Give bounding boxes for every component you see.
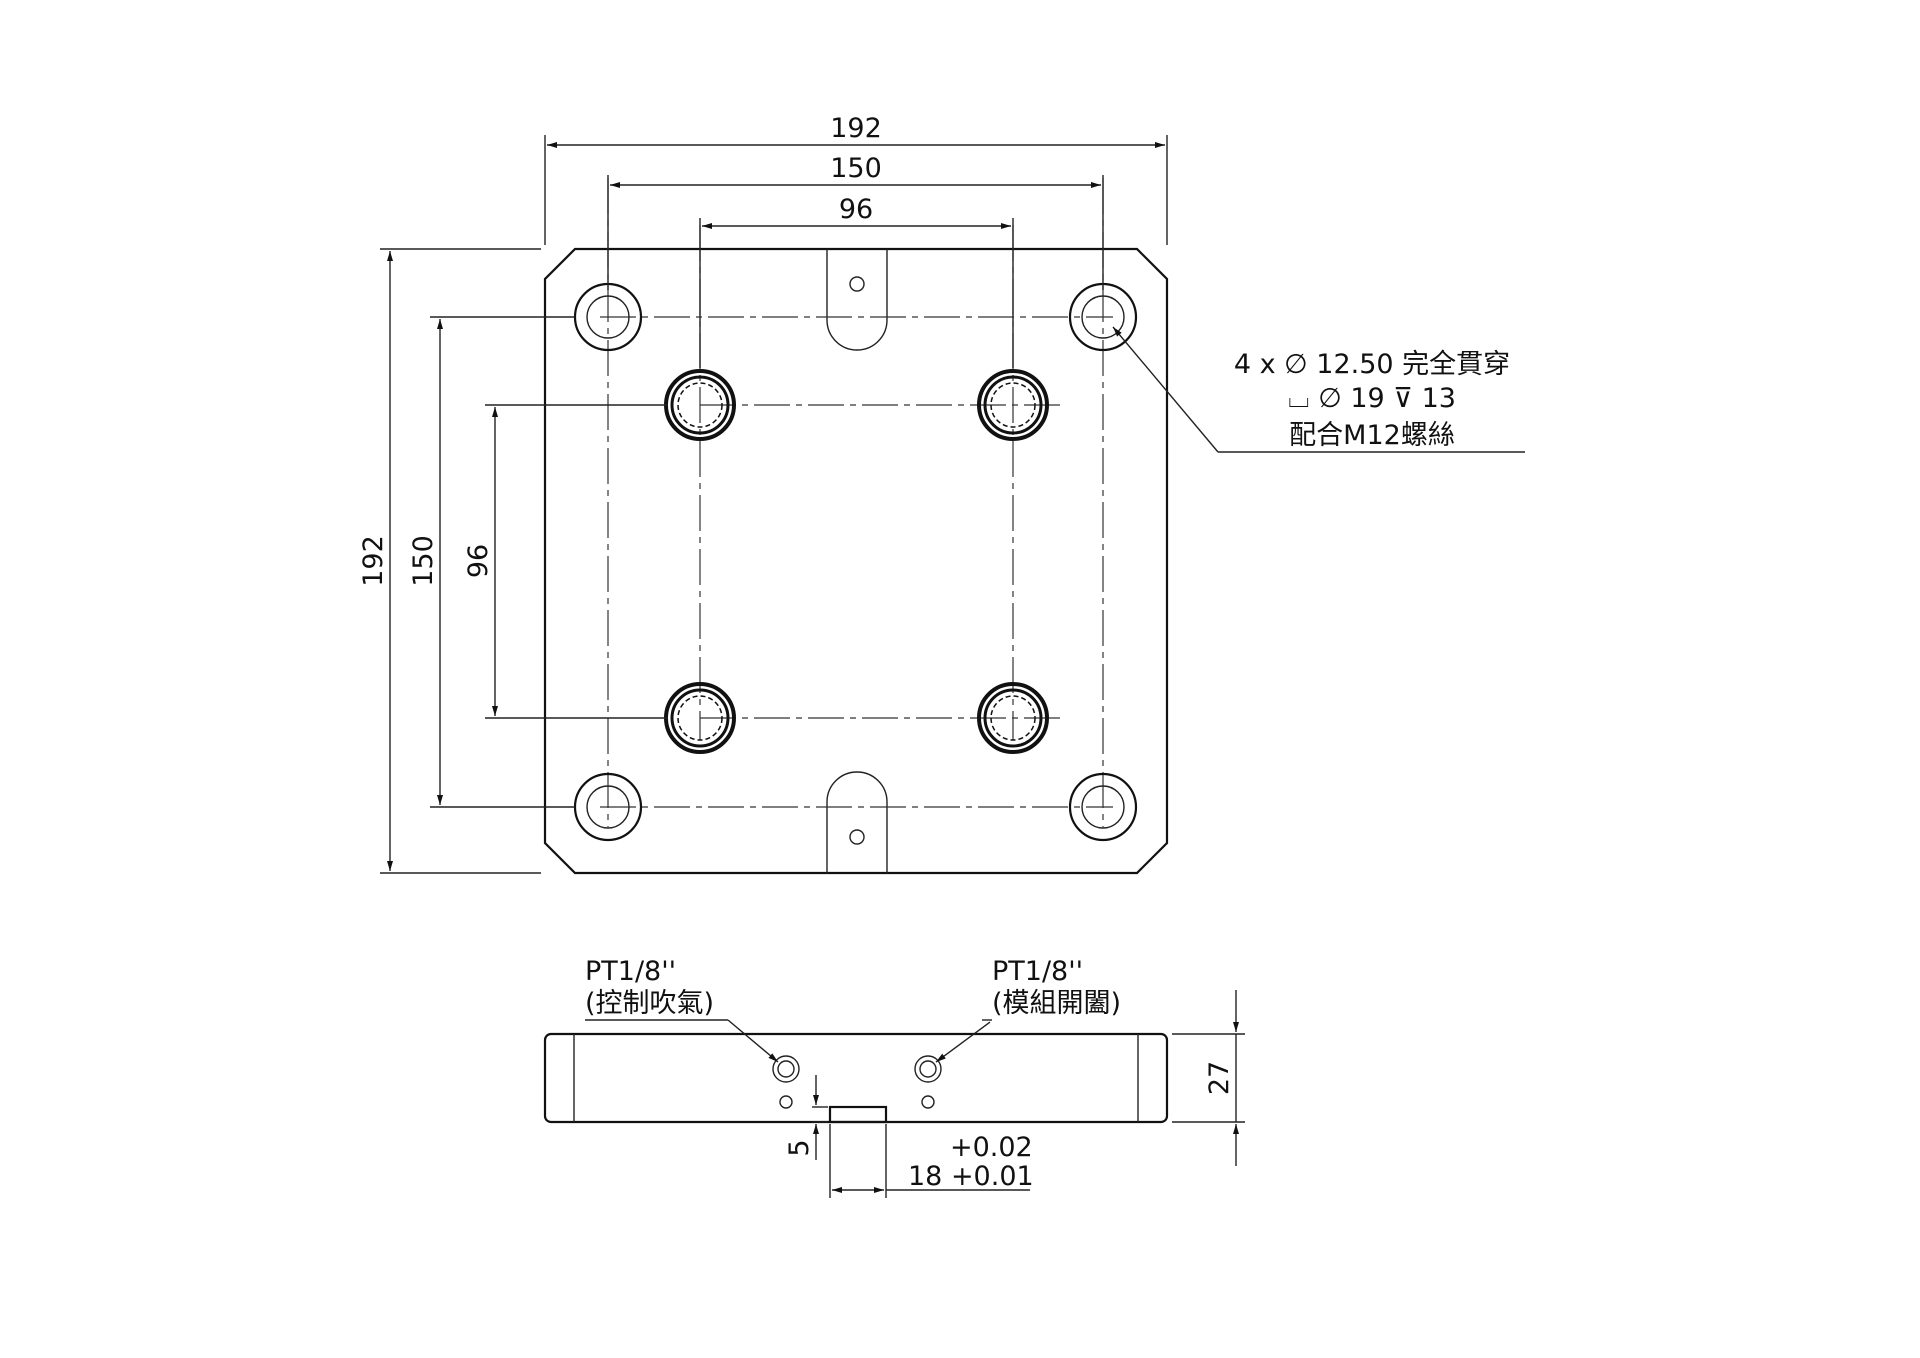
top-slot-hole [849,276,865,292]
svg-text:PT1/8'': PT1/8'' [992,956,1083,987]
dim-slot-width: +0.02 18 +0.01 [829,1124,1034,1198]
dim-overall-height: 192 [358,535,389,587]
svg-text:+0.02: +0.02 [950,1132,1033,1163]
callout-line-3: 配合M12螺絲 [1289,420,1455,451]
horizontal-dimensions: 192 150 96 [544,113,1168,368]
dim-inner-width: 96 [839,194,873,225]
vertical-dimensions: 192 150 96 [358,248,668,874]
bottom-key [828,1105,888,1124]
dim-mid-width: 150 [830,153,882,184]
bottom-slot-hole [849,829,865,845]
dim-overall-width: 192 [830,113,882,144]
hole-callout: 4 x ∅ 12.50 完全貫穿 ⌴ ∅ 19 ⊽ 13 配合M12螺絲 [1112,326,1525,453]
port-right-fitting [914,1055,942,1109]
svg-text:18 +0.01: 18 +0.01 [908,1161,1034,1192]
bottom-slot [826,771,888,873]
svg-text:5: 5 [784,1139,815,1156]
svg-text:PT1/8'': PT1/8'' [585,956,676,987]
inner-inserts [664,369,1049,754]
center-lines [600,178,1113,827]
dim-inner-height: 96 [463,544,494,578]
side-body [543,1032,1169,1124]
dim-side-step: 5 [784,1075,828,1160]
side-view: PT1/8'' (控制吹氣) PT1/8'' (模組開闔) 27 5 [543,956,1245,1198]
port-right-label: PT1/8'' (模組開闔) [935,956,1121,1063]
callout-line-2: ⌴ ∅ 19 ⊽ 13 [1288,383,1456,414]
dim-mid-height: 150 [408,535,439,587]
port-left-fitting [772,1055,800,1109]
top-view: 192 150 96 192 150 96 [358,113,1525,875]
svg-text:(模組開闔): (模組開闔) [992,988,1121,1019]
dim-side-height: 27 [1172,990,1245,1166]
svg-text:(控制吹氣): (控制吹氣) [585,988,714,1019]
svg-text:27: 27 [1204,1061,1235,1095]
port-left-label: PT1/8'' (控制吹氣) [585,956,779,1063]
top-slot [826,249,888,351]
insert-bottom-right [977,682,1049,754]
callout-line-1: 4 x ∅ 12.50 完全貫穿 [1234,349,1510,380]
corner-hole-bottom-right [1068,772,1138,842]
plate-outline [543,247,1169,875]
insert-top-right [977,369,1049,441]
corner-holes [573,282,1138,842]
